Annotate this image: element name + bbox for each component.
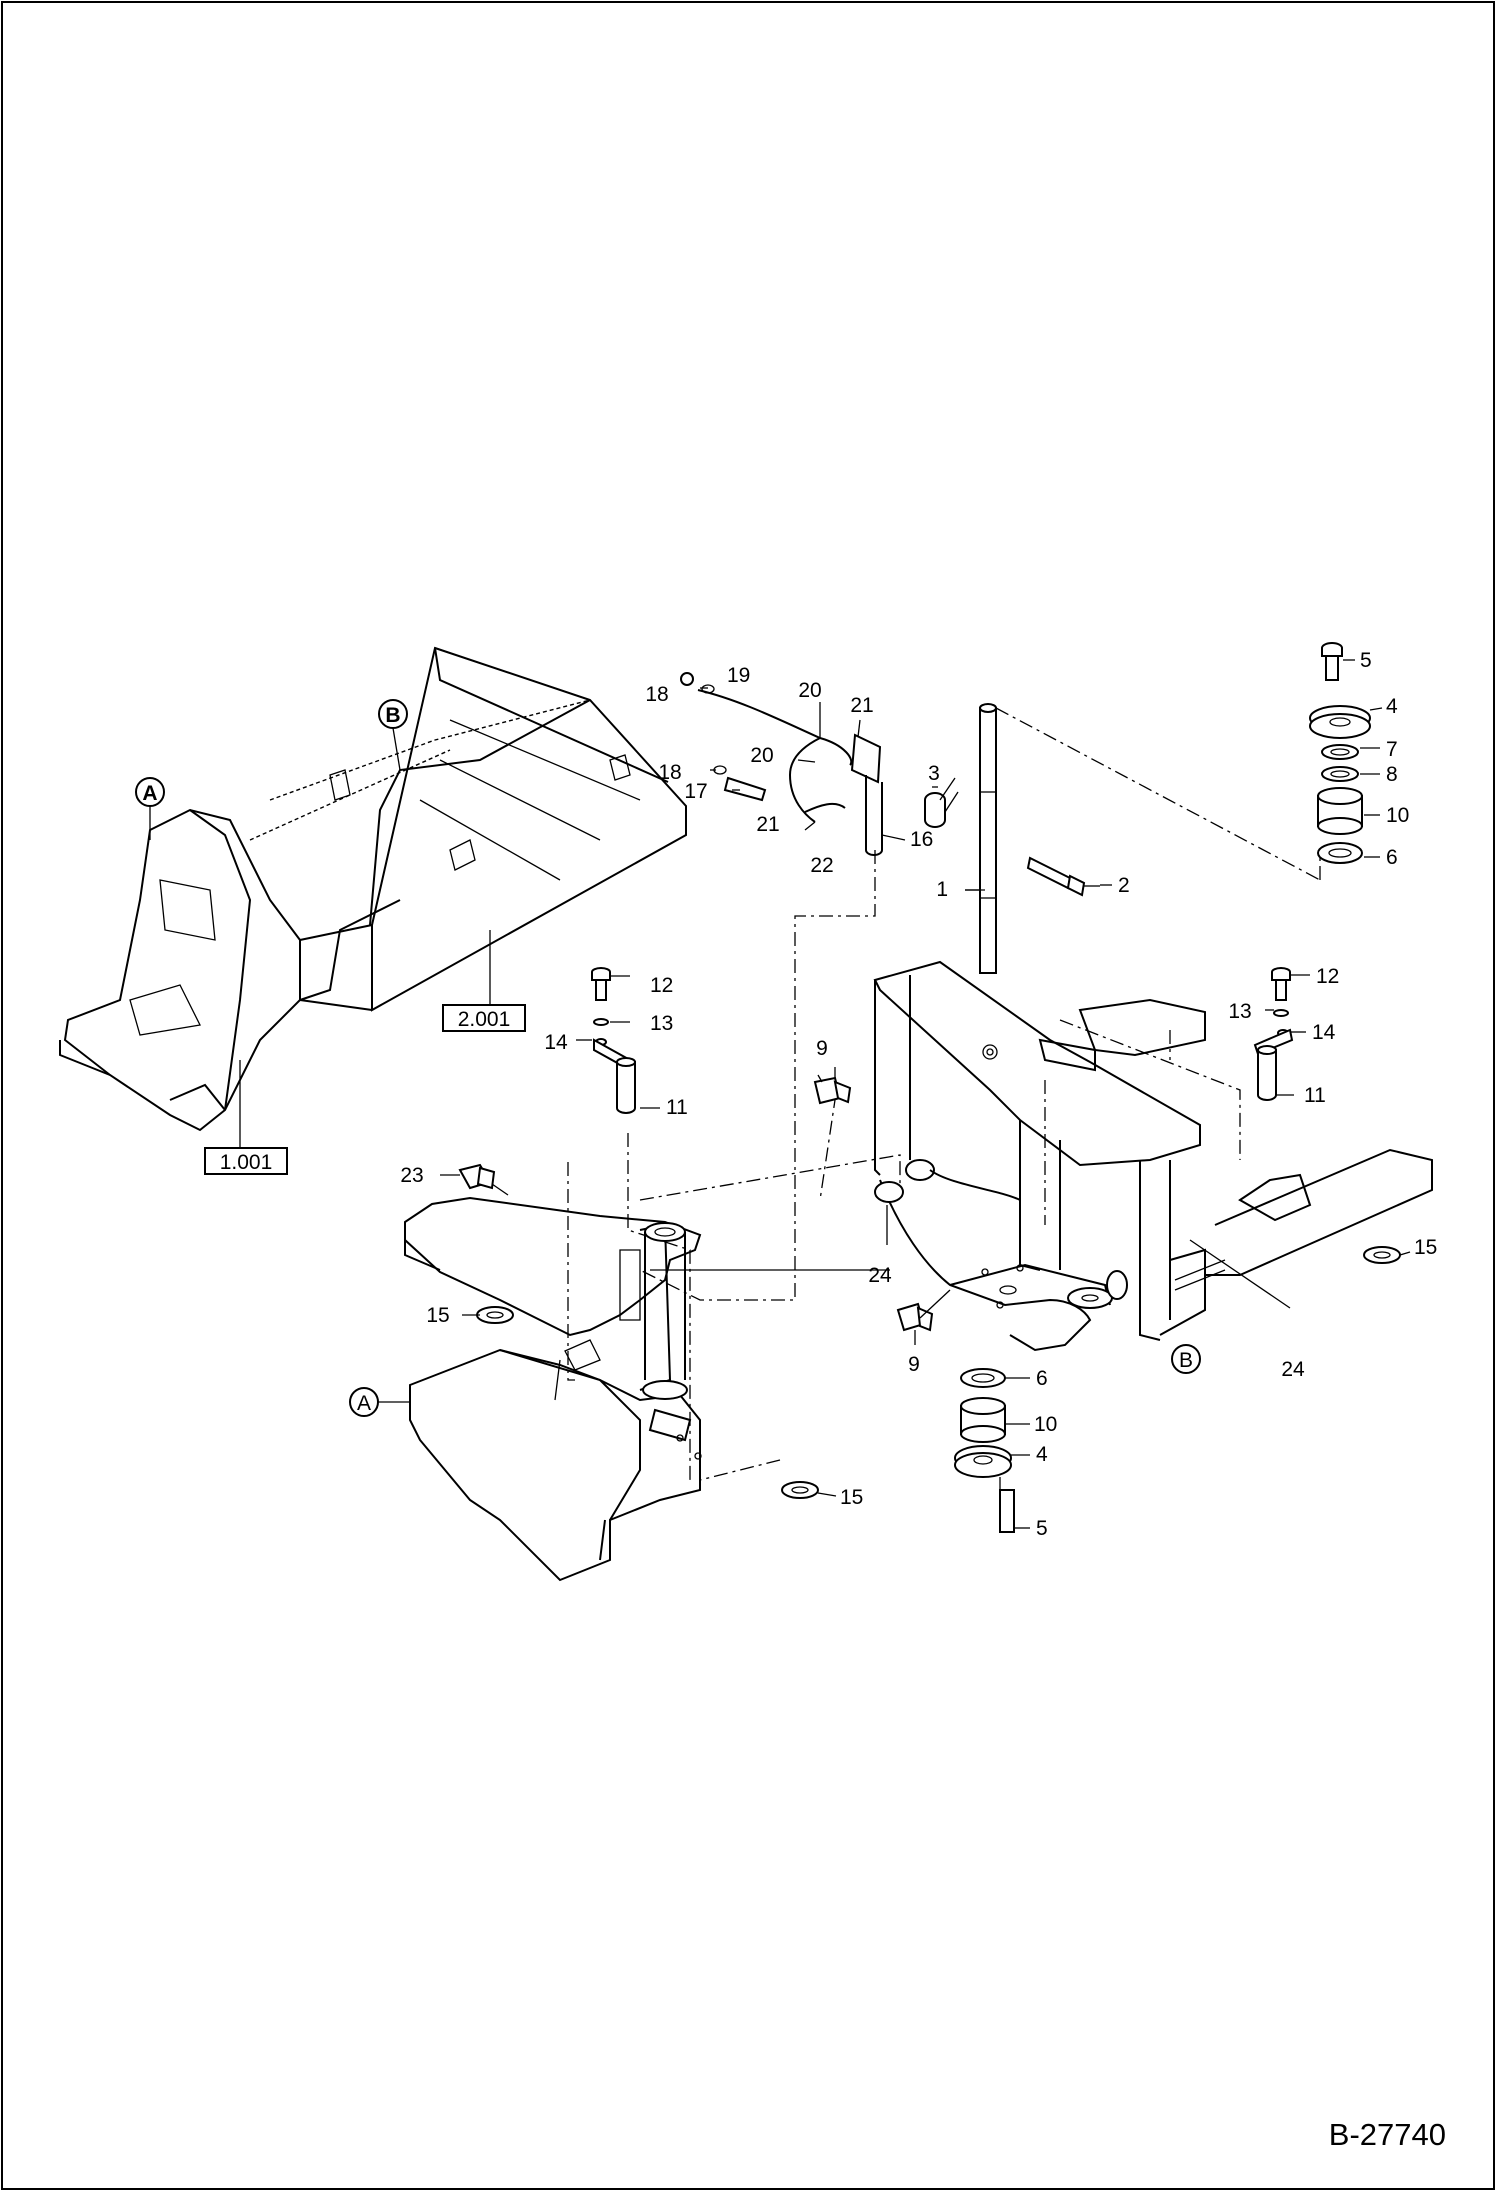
callout-18-lower: 18 (658, 761, 681, 784)
callout-4-lower: 4 (1036, 1443, 1048, 1466)
washer-15-bottom (781, 1481, 819, 1499)
callout-20-lower: 20 (750, 744, 773, 767)
pivot-bracket-left (404, 1196, 702, 1582)
reference-box-2001: 2.001 (442, 1004, 526, 1032)
callout-17: 17 (684, 780, 707, 803)
upper-mount-stack (1309, 642, 1371, 864)
callout-21-lower: 21 (756, 813, 779, 836)
callout-13-left: 13 (650, 1012, 673, 1035)
callout-10-lower: 10 (1034, 1413, 1057, 1436)
view-marker-label: B (1179, 1349, 1193, 1372)
callout-24-left: 24 (868, 1264, 892, 1287)
washer-15-left (476, 1306, 514, 1324)
callout-15-right: 15 (1414, 1236, 1437, 1259)
grease-nipple (458, 1163, 509, 1196)
callout-10-upper: 10 (1386, 804, 1409, 827)
chassis-frame (59, 646, 687, 1148)
view-marker-b-frame: B (378, 699, 408, 771)
callout-14-right: 14 (1312, 1021, 1336, 1044)
callout-11-left: 11 (666, 1096, 688, 1119)
swing-frame-right (873, 960, 1433, 1365)
document-id: B-27740 (1328, 2117, 1446, 2152)
callout-8: 8 (1386, 763, 1398, 786)
kingpin-shaft (965, 703, 1100, 974)
callout-23: 23 (400, 1164, 423, 1187)
lower-mount-stack (954, 1368, 1015, 1533)
callout-20-upper: 20 (798, 679, 821, 702)
view-marker-b-lower: B (1171, 1344, 1201, 1374)
callout-9-lower: 9 (908, 1353, 920, 1376)
callout-16: 16 (910, 828, 933, 851)
callout-4-upper: 4 (1386, 695, 1398, 718)
callout-7: 7 (1386, 738, 1398, 761)
callout-12-right: 12 (1316, 965, 1339, 988)
callout-22: 22 (810, 854, 833, 877)
callout-24-right: 24 (1281, 1358, 1305, 1381)
callout-15-left: 15 (426, 1304, 449, 1327)
proximity-sensor-lower (896, 1289, 951, 1332)
callout-1: 1 (936, 878, 948, 901)
proximity-sensor-upper (813, 1076, 852, 1105)
washer-15-right (1363, 1246, 1401, 1264)
callout-18-upper: 18 (645, 683, 668, 706)
reference-box-label: 1.001 (220, 1151, 273, 1174)
callout-13-right: 13 (1228, 1000, 1251, 1023)
callout-12-left: 12 (650, 974, 673, 997)
callout-15-bottom: 15 (840, 1486, 863, 1509)
callout-labels: 1 2 3 4 4 5 5 6 6 7 8 9 9 10 10 11 11 12… (400, 649, 1437, 1540)
view-marker-label: A (142, 782, 157, 805)
callout-19: 19 (727, 664, 750, 687)
reference-box-label: 2.001 (458, 1008, 511, 1031)
view-marker-label: A (357, 1392, 371, 1415)
reference-box-1001: 1.001 (204, 1147, 288, 1175)
callout-11-right: 11 (1304, 1084, 1326, 1107)
callout-6-lower: 6 (1036, 1367, 1048, 1390)
pin-set-right (1253, 967, 1294, 1101)
pin-set-left (591, 967, 636, 1114)
callout-5-upper: 5 (1360, 649, 1372, 672)
callout-5-lower: 5 (1036, 1517, 1048, 1540)
callout-9-upper: 9 (816, 1037, 828, 1060)
callout-2: 2 (1118, 874, 1130, 897)
callout-leaders (440, 659, 1411, 1529)
view-marker-label: B (385, 704, 400, 727)
callout-21-upper: 21 (850, 694, 873, 717)
locking-pin-chain-group (680, 672, 959, 856)
callout-14-left: 14 (544, 1031, 568, 1054)
callout-3: 3 (928, 762, 940, 785)
view-marker-a-frame: A (135, 777, 165, 840)
callout-6-upper: 6 (1386, 846, 1398, 869)
view-marker-a-lower: A (349, 1387, 410, 1417)
